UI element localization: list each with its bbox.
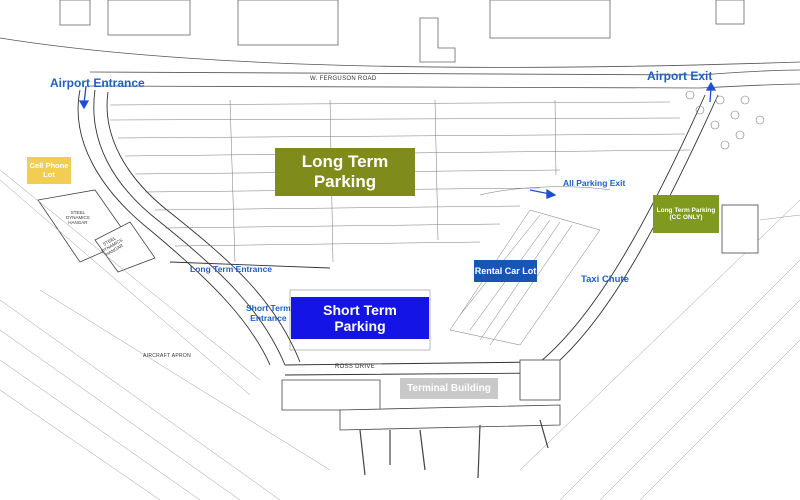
- building-right: [721, 204, 759, 254]
- building-top-5: [59, 0, 91, 26]
- long-term-entrance-label: Long Term Entrance: [190, 264, 273, 274]
- aircraft-apron-label: AIRCRAFT APRON: [143, 353, 192, 359]
- building-top-3: [489, 0, 611, 39]
- entrance-arrow-head: [78, 100, 90, 110]
- airport-entrance-label: Airport Entrance: [50, 76, 145, 90]
- long-term-cc-zone: Long Term Parking (CC ONLY): [653, 195, 719, 233]
- building-top-6: [419, 17, 456, 63]
- terminal-outline-left: [281, 379, 381, 411]
- hangar-label-1: STEEL DYNAMICS HANGAR: [66, 210, 90, 225]
- rental-car-lot-zone: Rental Car Lot: [474, 260, 537, 282]
- ferguson-road-label: W. FERGUSON ROAD: [310, 76, 377, 82]
- long-term-parking-zone: Long Term Parking: [275, 148, 415, 196]
- building-top-2: [237, 0, 339, 46]
- parking-exit-arrow-head: [546, 188, 557, 199]
- terminal-concourse: [339, 404, 561, 431]
- airport-exit-label: Airport Exit: [647, 69, 713, 83]
- direction-arrows: [78, 81, 717, 199]
- hangar-building-2: [94, 221, 156, 273]
- taxi-chute-label: Taxi Chute: [581, 274, 629, 285]
- building-top-1: [107, 0, 191, 36]
- terminal-building-zone: Terminal Building: [400, 378, 498, 399]
- building-top-4: [715, 0, 745, 25]
- cell-phone-lot-zone: Cell Phone Lot: [27, 157, 71, 184]
- all-parking-exit-label: All Parking Exit: [563, 178, 626, 188]
- short-term-parking-zone: Short Term Parking: [291, 297, 429, 339]
- terminal-east-block: [519, 359, 561, 401]
- short-term-entrance-label: Short Term Entrance: [246, 303, 291, 323]
- ross-drive-label: ROSS DRIVE: [335, 364, 376, 370]
- exit-arrow-head: [705, 81, 717, 91]
